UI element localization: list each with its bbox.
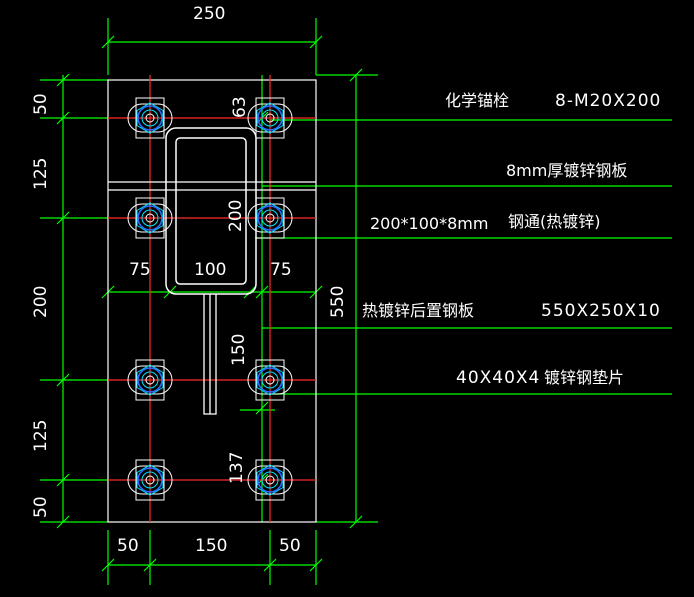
label-anchor-spec: 8-M20X200 — [555, 91, 662, 111]
dim-left-200: 200 — [31, 285, 51, 318]
dim-inner-150: 150 — [229, 333, 249, 366]
label-plate-thickness: 8mm厚镀锌钢板 — [506, 161, 628, 180]
dim-inner-100: 100 — [194, 260, 227, 280]
dim-inner-75-left: 75 — [129, 260, 151, 280]
dim-inner-63: 63 — [230, 96, 250, 118]
dim-inner-200: 200 — [226, 199, 246, 232]
fin-plate — [108, 181, 316, 191]
anchor-bolt — [127, 97, 173, 139]
dim-inner-137: 137 — [227, 451, 247, 484]
dim-left-125-upper: 125 — [31, 157, 51, 190]
anchor-bolts — [127, 97, 293, 501]
back-plate — [107, 79, 317, 523]
stiffener — [203, 294, 217, 415]
dim-bottom-50-right: 50 — [279, 536, 301, 556]
label-washer-name: 镀锌钢垫片 — [544, 368, 625, 387]
label-anchor-name: 化学锚栓 — [445, 91, 510, 110]
dim-top-width: 250 — [193, 4, 226, 24]
label-tube-spec: 200*100*8mm — [370, 214, 489, 233]
dim-left-50-top: 50 — [31, 93, 51, 115]
anchor-bolt — [247, 459, 293, 501]
anchor-bolt — [127, 197, 173, 239]
dim-overall-height: 550 — [328, 285, 348, 318]
anchor-bolt — [127, 359, 173, 401]
label-backplate-name: 热镀锌后置钢板 — [362, 301, 475, 320]
label-washer-spec: 40X40X4 — [456, 368, 541, 388]
bolt-gridlines — [108, 75, 316, 522]
dim-inner-75-right: 75 — [270, 260, 292, 280]
anchor-bolt — [127, 459, 173, 501]
dim-left-50-bottom: 50 — [31, 496, 51, 518]
dimension-lines — [40, 18, 672, 585]
anchor-bolt — [247, 359, 293, 401]
label-tube-name: 钢通(热镀锌) — [508, 212, 601, 231]
dim-left-125-lower: 125 — [31, 419, 51, 452]
anchor-bolt — [247, 197, 293, 239]
dim-bottom-150: 150 — [195, 536, 228, 556]
label-backplate-spec: 550X250X10 — [541, 301, 661, 321]
anchor-bolt — [247, 97, 293, 139]
dim-bottom-50-left: 50 — [117, 536, 139, 556]
